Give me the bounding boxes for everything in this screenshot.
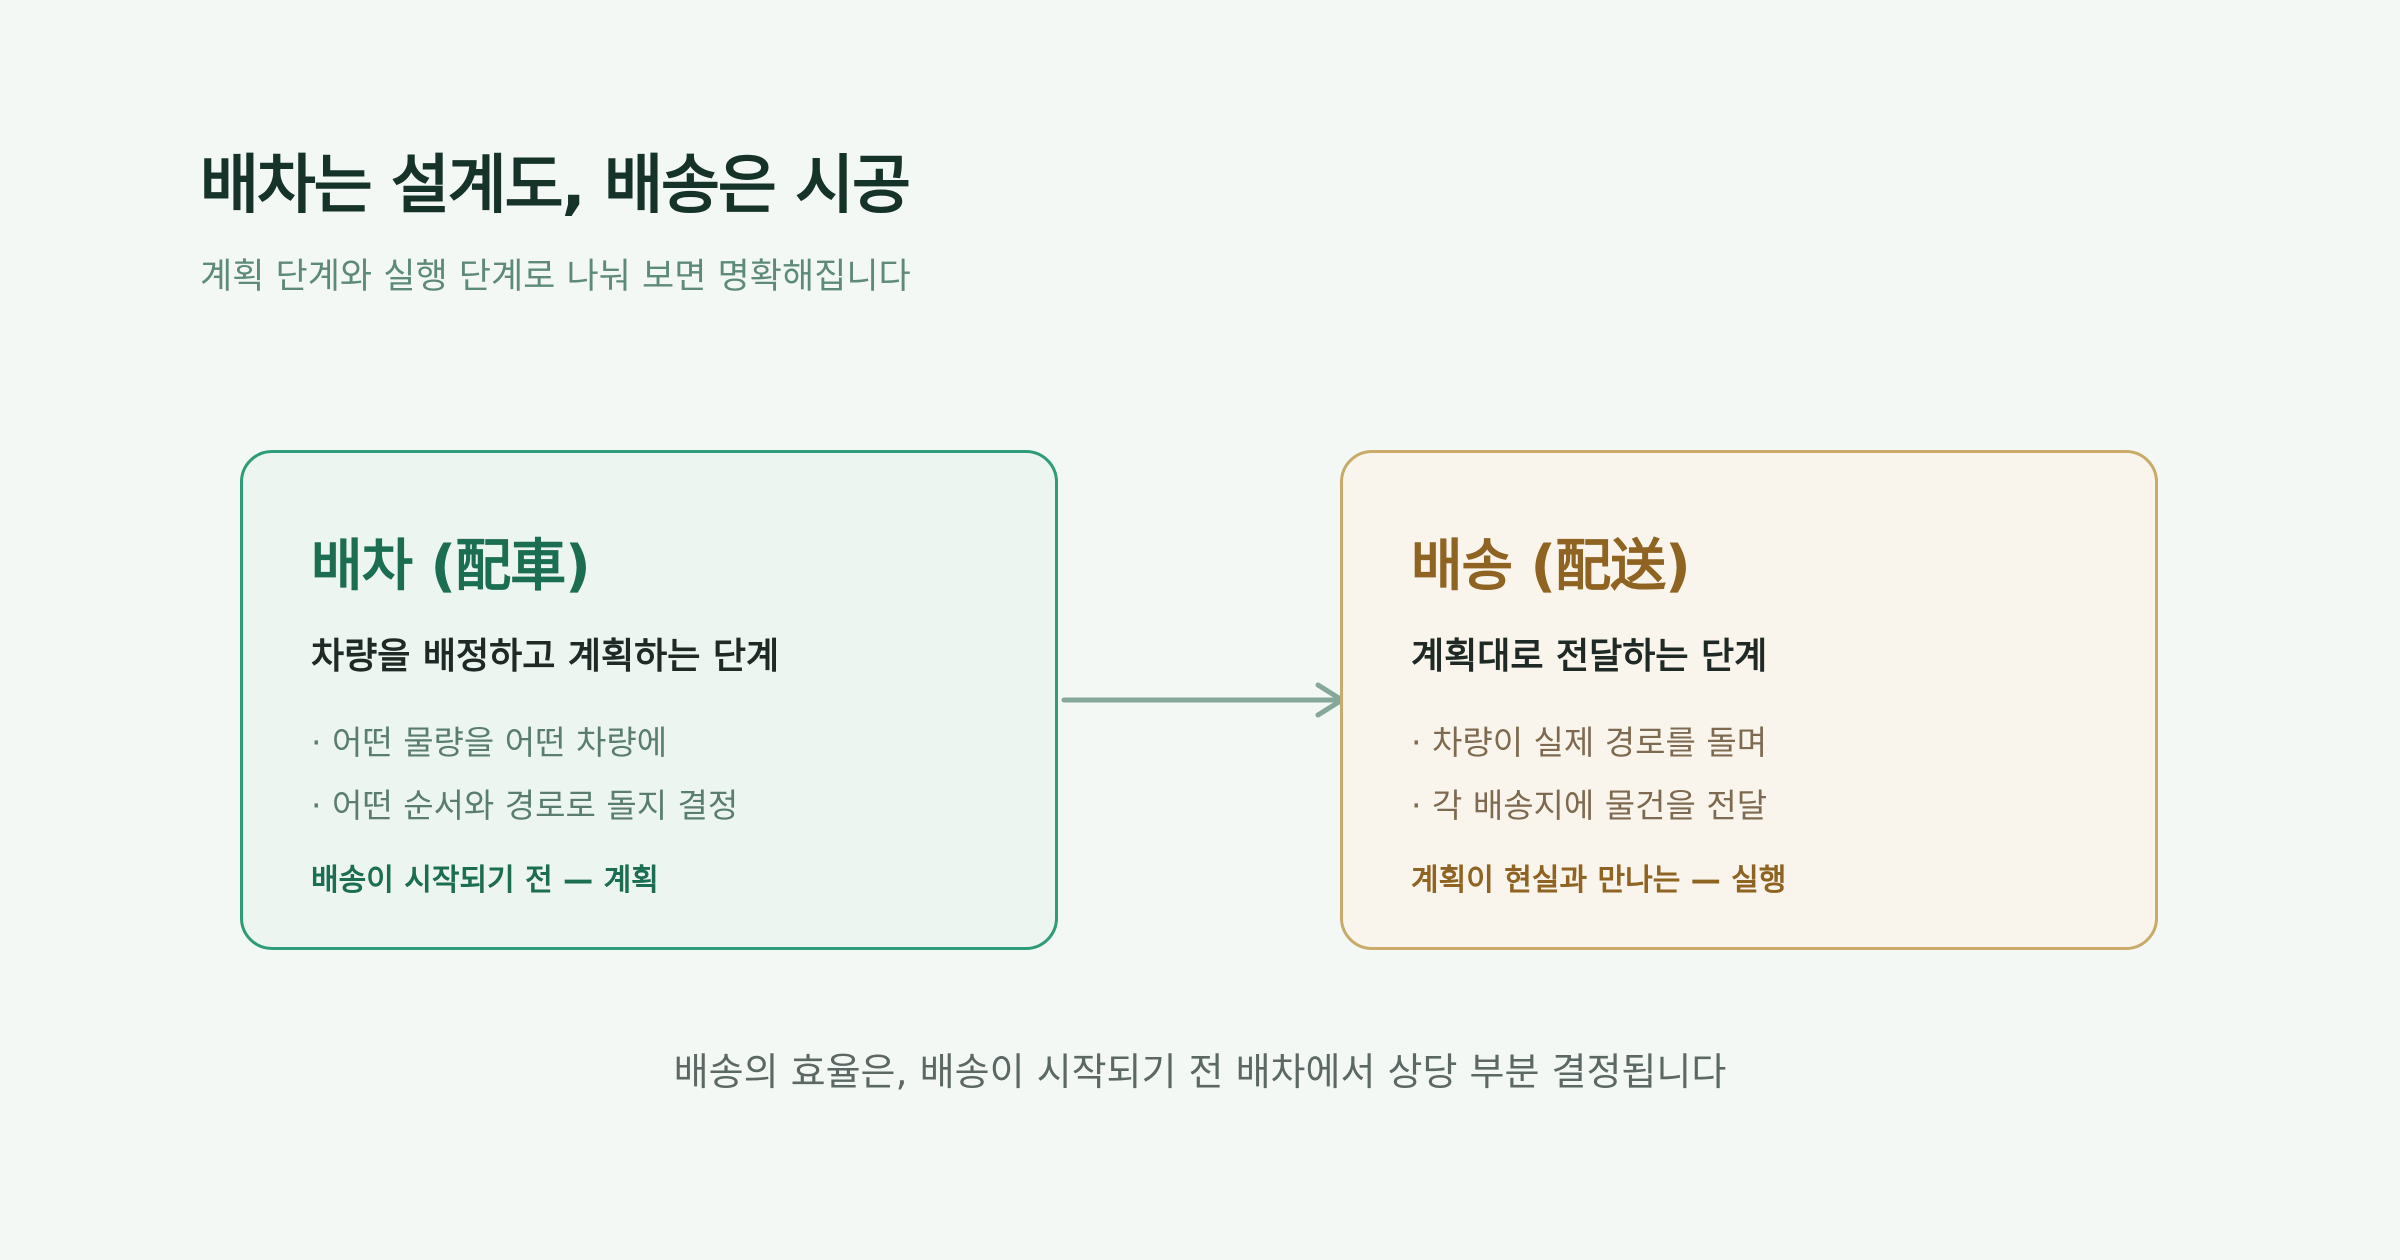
delivery-card-footer: 계획이 현실과 만나는 — 실행 <box>1411 863 1787 898</box>
delivery-card: 배송 (配送) 계획대로 전달하는 단계 · 차량이 실제 경로를 돌며 · 각… <box>1340 450 2158 950</box>
dispatch-card-title: 배차 (配車) <box>311 534 591 599</box>
delivery-card-subtitle: 계획대로 전달하는 단계 <box>1411 636 1768 677</box>
page-subtitle: 계획 단계와 실행 단계로 나눠 보면 명확해집니다 <box>200 257 911 297</box>
dispatch-card-subtitle: 차량을 배정하고 계획하는 단계 <box>311 636 780 677</box>
footer-note: 배송의 효율은, 배송이 시작되기 전 배차에서 상당 부분 결정됩니다 <box>673 1050 1727 1094</box>
arrow-right-icon <box>1061 682 1345 718</box>
delivery-card-title: 배송 (配送) <box>1411 534 1691 599</box>
page-title: 배차는 설계도, 배송은 시공 <box>200 149 911 223</box>
delivery-bullet: · 각 배송지에 물건을 전달 <box>1411 786 1768 825</box>
delivery-bullet: · 차량이 실제 경로를 돌며 <box>1411 723 1768 762</box>
dispatch-bullet: · 어떤 물량을 어떤 차량에 <box>311 723 668 762</box>
dispatch-card: 배차 (配車) 차량을 배정하고 계획하는 단계 · 어떤 물량을 어떤 차량에… <box>240 450 1058 950</box>
dispatch-bullet: · 어떤 순서와 경로로 돌지 결정 <box>311 786 739 825</box>
dispatch-card-footer: 배송이 시작되기 전 — 계획 <box>311 863 659 898</box>
